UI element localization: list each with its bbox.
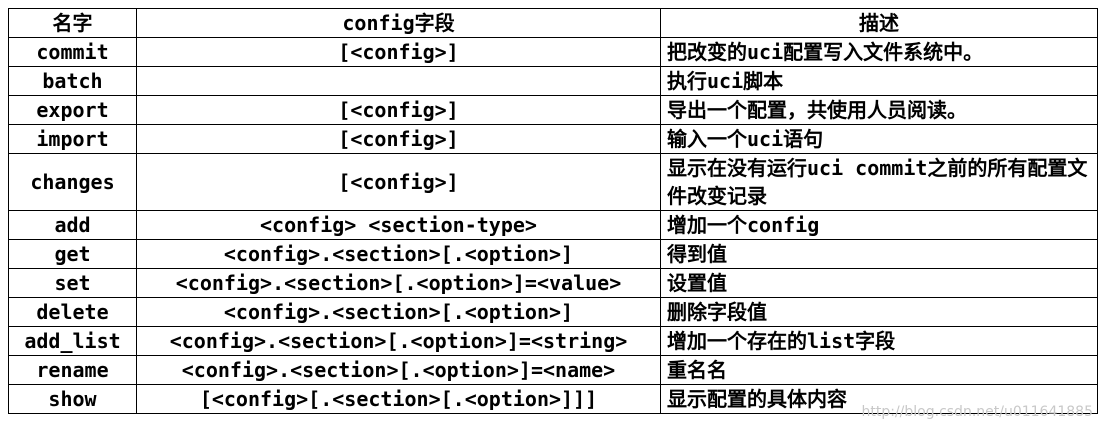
command-name: add_list — [8, 326, 137, 356]
table-row: delete <config>.<section>[.<option>] 删除字… — [8, 297, 1098, 327]
header-description: 描述 — [660, 8, 1098, 38]
table-row: get <config>.<section>[.<option>] 得到值 — [8, 239, 1098, 269]
command-name: delete — [8, 297, 137, 327]
config-field: <config>.<section>[.<option>] — [136, 297, 661, 327]
command-description: 显示配置的具体内容 — [660, 384, 1098, 414]
command-description: 显示在没有运行uci commit之前的所有配置文件改变记录 — [660, 153, 1098, 211]
table-row: commit [<config>] 把改变的uci配置写入文件系统中。 — [8, 37, 1098, 67]
config-field: <config>.<section>[.<option>]=<string> — [136, 326, 661, 356]
command-description: 执行uci脚本 — [660, 66, 1098, 96]
command-name: rename — [8, 355, 137, 385]
header-name: 名字 — [8, 8, 137, 38]
config-field: [<config>] — [136, 95, 661, 125]
table-row: add_list <config>.<section>[.<option>]=<… — [8, 326, 1098, 356]
config-field: <config> <section-type> — [136, 210, 661, 240]
table-header-row: 名字 config字段 描述 — [8, 8, 1098, 38]
command-description: 删除字段值 — [660, 297, 1098, 327]
command-description: 增加一个存在的list字段 — [660, 326, 1098, 356]
command-name: import — [8, 124, 137, 154]
table-row: rename <config>.<section>[.<option>]=<na… — [8, 355, 1098, 385]
command-name: get — [8, 239, 137, 269]
table-row: show [<config>[.<section>[.<option>]]] 显… — [8, 384, 1098, 414]
config-field: <config>.<section>[.<option>]=<name> — [136, 355, 661, 385]
config-field: [<config>] — [136, 124, 661, 154]
config-field: <config>.<section>[.<option>]=<value> — [136, 268, 661, 298]
command-description: 输入一个uci语句 — [660, 124, 1098, 154]
table-row: add <config> <section-type> 增加一个config — [8, 210, 1098, 240]
command-description: 设置值 — [660, 268, 1098, 298]
command-description: 把改变的uci配置写入文件系统中。 — [660, 37, 1098, 67]
config-field: [<config>] — [136, 153, 661, 211]
config-field: [<config>] — [136, 37, 661, 67]
table-row: changes [<config>] 显示在没有运行uci commit之前的所… — [8, 153, 1098, 211]
command-name: add — [8, 210, 137, 240]
command-description: 得到值 — [660, 239, 1098, 269]
command-description: 重名名 — [660, 355, 1098, 385]
table-row: export [<config>] 导出一个配置，共使用人员阅读。 — [8, 95, 1098, 125]
command-name: show — [8, 384, 137, 414]
command-name: batch — [8, 66, 137, 96]
table-row: batch 执行uci脚本 — [8, 66, 1098, 96]
command-name: commit — [8, 37, 137, 67]
command-description: 导出一个配置，共使用人员阅读。 — [660, 95, 1098, 125]
command-description: 增加一个config — [660, 210, 1098, 240]
command-name: set — [8, 268, 137, 298]
command-name: changes — [8, 153, 137, 211]
table-row: import [<config>] 输入一个uci语句 — [8, 124, 1098, 154]
header-config-field: config字段 — [136, 8, 661, 38]
config-field: [<config>[.<section>[.<option>]]] — [136, 384, 661, 414]
watermark-text: http://blog.csdn.net/u011641885 — [861, 404, 1094, 420]
uci-commands-table: 名字 config字段 描述 commit [<config>] 把改变的uci… — [8, 8, 1098, 414]
config-field — [136, 66, 661, 96]
table-row: set <config>.<section>[.<option>]=<value… — [8, 268, 1098, 298]
config-field: <config>.<section>[.<option>] — [136, 239, 661, 269]
command-name: export — [8, 95, 137, 125]
